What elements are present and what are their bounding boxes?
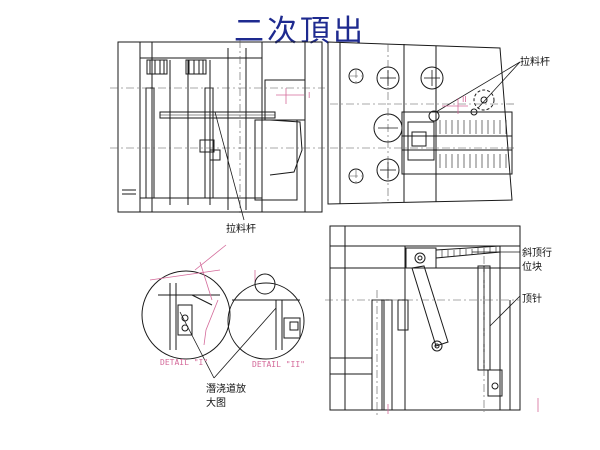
bottom-right-section-view: [329, 225, 521, 411]
label-pull-rod-bottom: 拉料杆: [226, 224, 256, 235]
label-runner-line2: 大图: [206, 398, 226, 409]
slide-title: 二次頂出: [234, 14, 366, 49]
detail-i-view: [141, 270, 231, 360]
detail-ii-label: DETAIL "II": [252, 360, 305, 369]
top-left-section-view: [117, 41, 323, 213]
top-right-plan-view: [327, 41, 513, 205]
marker-ii: II: [462, 95, 467, 104]
marker-i: I: [308, 91, 311, 100]
label-angled-lifter-line2: 位块: [522, 262, 542, 273]
label-runner-line1: 潛浇道放: [206, 384, 246, 395]
detail-ii-view: [227, 273, 305, 360]
label-pull-rod-top: 拉料杆: [520, 57, 550, 68]
label-angled-lifter-line1: 斜顶行: [522, 248, 552, 259]
detail-i-label: DETAIL "I": [160, 358, 209, 367]
label-ejector-pin: 顶针: [522, 294, 542, 305]
